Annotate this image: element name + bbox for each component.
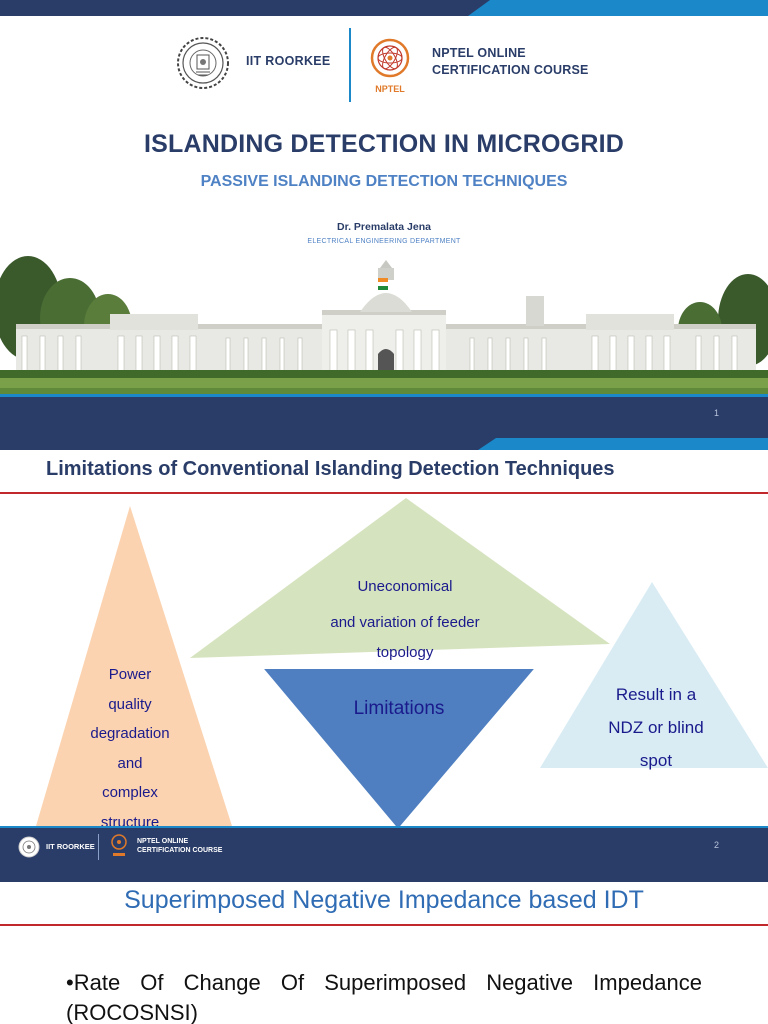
- slide-3-bullet-line-1: •Rate Of Change Of Superimposed Negative…: [66, 970, 702, 995]
- slide-1-footer-line: [0, 394, 768, 397]
- nptel-logo-icon: NPTEL: [370, 38, 410, 94]
- slide-2-page-number: 2: [714, 840, 720, 850]
- left-line-1: Power: [108, 666, 152, 683]
- right-line-3: spot: [639, 751, 673, 770]
- right-triangle: [540, 582, 768, 768]
- slide-3-title-rule: [0, 924, 768, 926]
- slide-3-title: Superimposed Negative Impedance based ID…: [124, 886, 644, 914]
- footer-course-line-2: CERTIFICATION COURSE: [137, 847, 223, 854]
- slide-2-top-accent: [478, 438, 768, 450]
- logo-header: IIT ROORKEE NPTEL NPTEL ONLINE CERTIFICA…: [0, 28, 768, 104]
- course-line-1: NPTEL ONLINE: [432, 46, 526, 60]
- slide-3-top-bar: [0, 872, 768, 882]
- institute-name: IIT ROORKEE: [246, 54, 331, 68]
- right-line-1: Result in a: [615, 685, 697, 704]
- course-name: NPTEL ONLINE CERTIFICATION COURSE: [432, 45, 589, 79]
- limitations-diagram: [36, 498, 768, 832]
- footer-course-name: NPTEL ONLINE CERTIFICATION COURSE: [137, 837, 222, 855]
- top-line-3: topology: [376, 644, 434, 661]
- left-line-2: quality: [108, 695, 152, 713]
- slide-2: Limitations of Conventional Islanding De…: [0, 438, 768, 872]
- logo-divider: [349, 28, 351, 102]
- left-line-4: and: [117, 754, 143, 772]
- author-name: Dr. Premalata Jena: [337, 221, 431, 233]
- left-triangle: [36, 506, 232, 826]
- slide-2-footer: IIT ROORKEE NPTEL ONLINE CERTIFICATION C…: [0, 826, 768, 872]
- top-triangle-text: Uneconomical and variation of feeder top…: [300, 578, 510, 661]
- top-triangle: [190, 498, 610, 658]
- iit-seal-icon: [177, 37, 229, 89]
- slide-1-footer: 1: [0, 394, 768, 438]
- department-name: ELECTRICAL ENGINEERING DEPARTMENT: [307, 238, 461, 245]
- slide-1-page-number: 1: [714, 408, 720, 418]
- slide-3: Superimposed Negative Impedance based ID…: [0, 872, 768, 1024]
- right-triangle-text: Result in a NDZ or blind spot: [586, 678, 726, 777]
- left-line-5: complex: [102, 784, 158, 802]
- footer-divider: [98, 834, 99, 860]
- slide-2-title: Limitations of Conventional Islanding De…: [46, 458, 615, 480]
- slide-2-footer-line: [0, 826, 768, 828]
- campus-building-photo: [0, 246, 768, 394]
- course-line-2: CERTIFICATION COURSE: [432, 63, 589, 77]
- footer-course-line-1: NPTEL ONLINE: [137, 838, 189, 845]
- right-line-2: NDZ or blind: [608, 718, 704, 737]
- footer-institute-name: IIT ROORKEE: [46, 842, 95, 851]
- nptel-logo-text: NPTEL: [375, 84, 405, 94]
- left-triangle-text: Power quality degradation and complex st…: [80, 660, 180, 838]
- slide-1-top-accent: [468, 0, 768, 16]
- slide-3-bullet-line-2: (ROCOSNSI): [66, 1000, 198, 1024]
- center-triangle: [259, 667, 539, 832]
- presentation-title: ISLANDING DETECTION IN MICROGRID: [143, 130, 624, 158]
- left-line-3: degradation: [90, 725, 170, 743]
- slide-1: IIT ROORKEE NPTEL NPTEL ONLINE CERTIFICA…: [0, 0, 768, 438]
- top-line-1: Uneconomical: [357, 578, 453, 595]
- nptel-logo-icon: [111, 834, 127, 856]
- slide-2-title-rule: [0, 492, 768, 494]
- iit-seal-icon: [18, 836, 40, 858]
- presentation-subtitle: PASSIVE ISLANDING DETECTION TECHNIQUES: [200, 173, 568, 190]
- top-line-2: and variation of feeder: [330, 614, 480, 631]
- center-triangle-label: Limitations: [353, 698, 445, 719]
